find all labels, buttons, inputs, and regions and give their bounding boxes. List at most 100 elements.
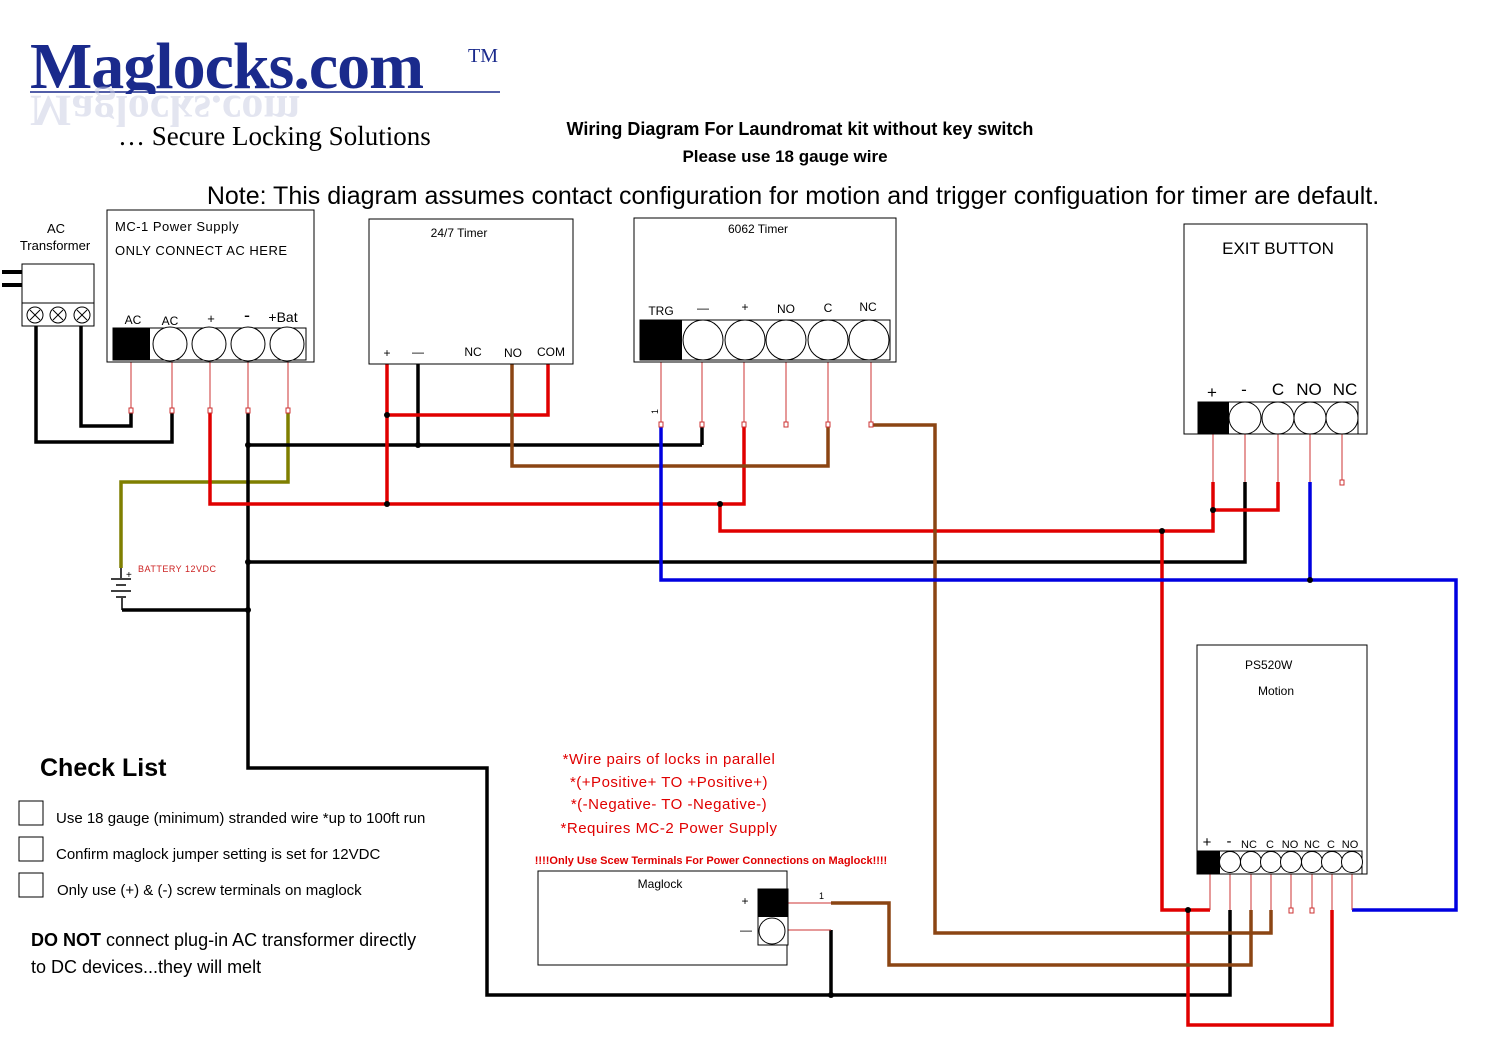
wires bbox=[34, 326, 1458, 1027]
checklist-checkbox-1[interactable] bbox=[18, 800, 44, 826]
maglock-warning: !!!!Only Use Scew Terminals For Power Co… bbox=[535, 855, 887, 867]
motion-terminal-c1: C bbox=[1266, 839, 1274, 851]
timer-6062: 6062 Timer TRG — + NO C NC 1 bbox=[633, 217, 897, 414]
motion-terminal-block bbox=[1198, 851, 1220, 874]
exit-button: EXIT BUTTON + - C NO NC bbox=[1183, 223, 1368, 435]
logo-tagline: … Secure Locking Solutions bbox=[118, 121, 431, 151]
motion-terminal-no1: NO bbox=[1282, 839, 1299, 851]
motion-screws bbox=[1219, 851, 1363, 873]
timer-6062-terminal-no: NO bbox=[777, 302, 795, 316]
diagram-title: Wiring Diagram For Laundromat kit withou… bbox=[567, 119, 1034, 139]
timer-6062-terminal-nc: NC bbox=[859, 300, 877, 314]
wire-pos-247-com bbox=[387, 364, 550, 417]
maglock-plus: + bbox=[741, 894, 748, 908]
maglock-note-3: *(-Negative- TO -Negative-) bbox=[571, 796, 767, 813]
timer-247: 24/7 Timer + — NC NO COM bbox=[368, 218, 574, 365]
exit-button-box bbox=[1183, 223, 1368, 435]
wire-negative-bus bbox=[246, 410, 1232, 997]
timer-6062-terminal-trg: TRG bbox=[648, 304, 673, 318]
maglock-pin-mark: 1 bbox=[819, 891, 824, 901]
exit-button-terminal-block bbox=[1198, 402, 1229, 434]
timer-6062-terminal-c: C bbox=[824, 301, 833, 315]
timer-247-terminal-no: NO bbox=[504, 346, 522, 360]
timer-247-terminal-plus: + bbox=[383, 346, 390, 360]
wire-timer-no bbox=[510, 364, 830, 468]
mc1-terminal-bat: +Bat bbox=[268, 309, 297, 325]
battery: BATTERY 12VDC + bbox=[111, 564, 216, 610]
exit-button-terminal-c: C bbox=[1272, 380, 1284, 399]
checklist-warning-line-2: to DC devices...they will melt bbox=[31, 957, 261, 977]
maglock-note-2: *(+Positive+ TO +Positive+) bbox=[570, 774, 768, 791]
ac-plug-prong-1 bbox=[2, 270, 22, 274]
checklist-warning-rest: connect plug-in AC transformer directly bbox=[101, 930, 416, 950]
timer-6062-screws bbox=[682, 319, 890, 361]
terminal-leads bbox=[128, 360, 1353, 931]
maglock: *Wire pairs of locks in parallel *(+Posi… bbox=[535, 751, 887, 966]
timer-6062-pin-mark: 1 bbox=[650, 409, 660, 414]
wire-positive-bus bbox=[208, 410, 746, 506]
maglock-note-1: *Wire pairs of locks in parallel bbox=[563, 751, 776, 768]
diagram-subtitle: Please use 18 gauge wire bbox=[682, 147, 887, 166]
mc1-terminal-minus: - bbox=[244, 305, 250, 325]
mc1-terminal-block bbox=[113, 328, 150, 360]
maglock-note-4: *Requires MC-2 Power Supply bbox=[561, 820, 778, 837]
timer-6062-terminal-minus: — bbox=[697, 301, 709, 315]
checklist-warning-line-1: DO NOT connect plug-in AC transformer di… bbox=[31, 930, 416, 950]
timer-247-terminal-com: COM bbox=[537, 345, 565, 359]
checklist: Check List Use 18 gauge (minimum) strand… bbox=[18, 754, 425, 977]
exit-button-screws bbox=[1228, 401, 1359, 435]
battery-plus-sign: + bbox=[126, 570, 132, 581]
motion-terminal-c2: C bbox=[1327, 839, 1335, 851]
wire-trigger bbox=[659, 425, 1458, 912]
maglock-terminal-block bbox=[758, 889, 788, 917]
junctions bbox=[245, 412, 1313, 998]
mc1-terminal-plus: + bbox=[207, 311, 215, 326]
maglock-box bbox=[537, 870, 788, 966]
timer-6062-terminal-block bbox=[640, 320, 682, 360]
ac-transformer-label-1: AC bbox=[47, 221, 65, 236]
mc1-title: MC-1 Power Supply bbox=[115, 219, 239, 234]
maglock-minus: — bbox=[740, 923, 752, 937]
motion-terminal-nc2: NC bbox=[1304, 839, 1320, 851]
checklist-item-3: Only use (+) & (-) screw terminals on ma… bbox=[57, 882, 362, 899]
timer-247-terminal-nc: NC bbox=[464, 345, 482, 359]
checklist-item-1: Use 18 gauge (minimum) stranded wire *up… bbox=[56, 810, 425, 827]
timer-247-terminal-minus: — bbox=[412, 345, 424, 359]
checklist-title: Check List bbox=[40, 754, 167, 782]
exit-button-terminal-no: NO bbox=[1296, 380, 1322, 399]
mc1-screws bbox=[152, 326, 305, 362]
battery-symbol bbox=[111, 568, 131, 610]
wire-battery-plus bbox=[119, 410, 290, 568]
timer-6062-title: 6062 Timer bbox=[728, 222, 788, 236]
mc1-terminal-ac1: AC bbox=[125, 313, 142, 327]
checklist-checkbox-2[interactable] bbox=[18, 836, 44, 862]
ac-plug-prong-2 bbox=[2, 283, 22, 287]
checklist-item-2: Confirm maglock jumper setting is set fo… bbox=[56, 846, 380, 863]
wire-ac2 bbox=[79, 326, 133, 428]
logo: Maglocks.com TM Maglocks.com … Secure Lo… bbox=[30, 30, 500, 151]
timer-247-box bbox=[368, 218, 574, 365]
ac-transformer: AC Transformer bbox=[2, 221, 95, 327]
exit-button-terminal-minus: - bbox=[1241, 380, 1247, 399]
motion-box bbox=[1196, 644, 1368, 875]
wire-6062-nc bbox=[871, 423, 1273, 935]
motion-terminal-nc1: NC bbox=[1241, 839, 1257, 851]
checklist-warning-bold: DO NOT bbox=[31, 930, 101, 950]
exit-button-terminal-plus: + bbox=[1207, 383, 1217, 402]
maglock-screw bbox=[758, 917, 786, 945]
motion-terminal-minus: - bbox=[1227, 833, 1232, 850]
checklist-checkbox-3[interactable] bbox=[18, 872, 44, 898]
mc1-terminal-ac2: AC bbox=[162, 314, 179, 328]
logo-reflection-band bbox=[30, 94, 470, 116]
logo-trademark: TM bbox=[468, 45, 498, 67]
mc1-subtitle: ONLY CONNECT AC HERE bbox=[115, 243, 288, 258]
timer-6062-terminal-plus: + bbox=[741, 300, 748, 314]
wire-motion-loop bbox=[1186, 910, 1334, 1027]
logo-brand: Maglocks.com bbox=[30, 30, 423, 103]
timer-247-title: 24/7 Timer bbox=[431, 226, 488, 240]
motion-model: PS520W bbox=[1245, 658, 1293, 672]
wire-ac1 bbox=[34, 326, 174, 444]
exit-button-title: EXIT BUTTON bbox=[1222, 239, 1334, 258]
motion-terminal-plus: + bbox=[1203, 834, 1212, 851]
